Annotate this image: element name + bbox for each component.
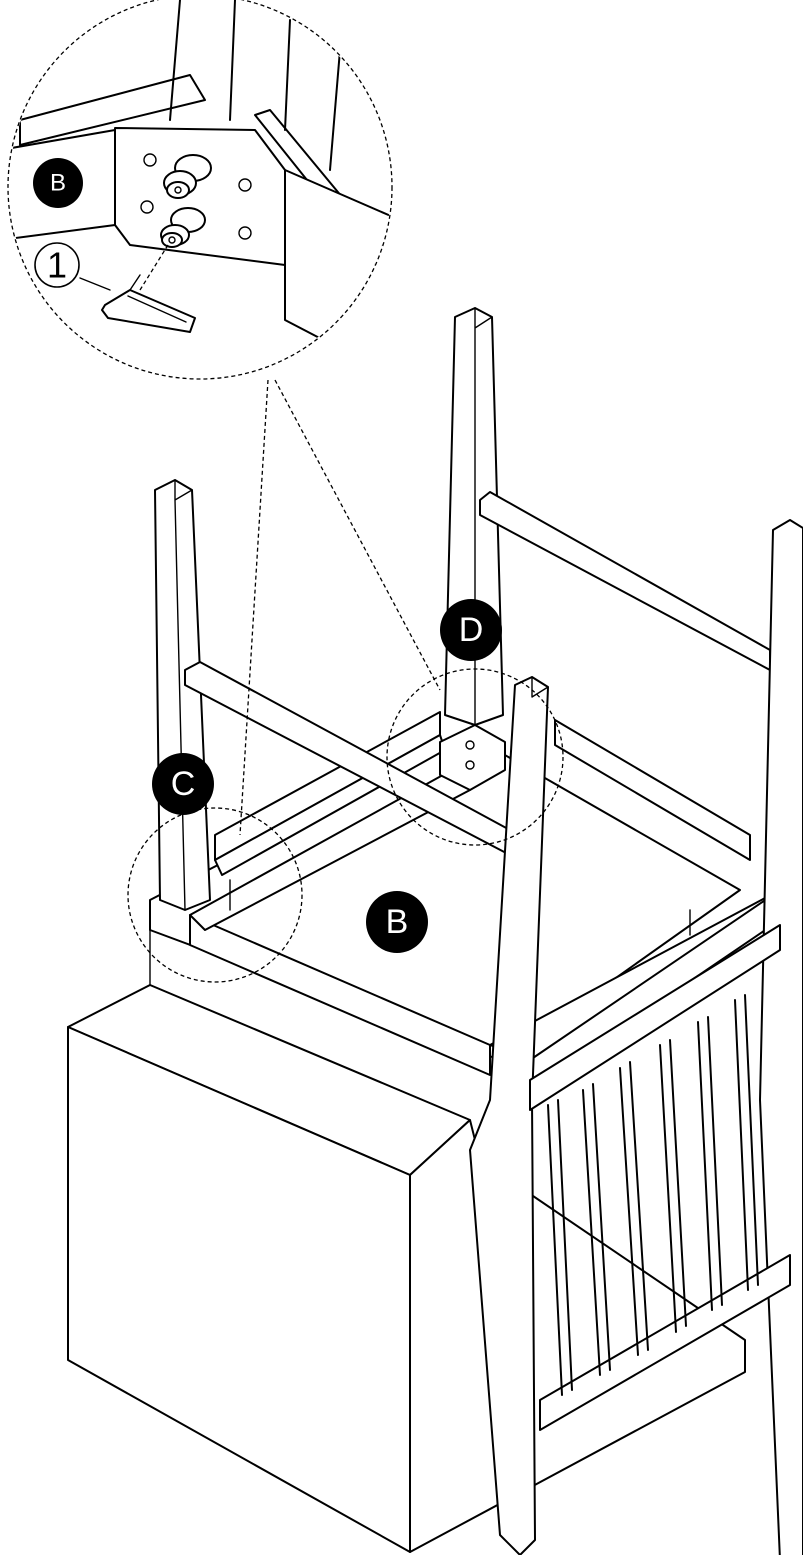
label-leg-d: D [440,599,502,661]
callout-circle-c [127,807,303,983]
bolt-upper [163,154,212,199]
corner-bracket [439,724,506,791]
callout-leaders [239,379,441,836]
label-b-zoom: B [33,158,83,208]
leg-c-text: C [171,765,196,803]
seat-b-text: B [386,903,409,941]
label-b-zoom-text: B [50,170,66,197]
tool-number-text: 1 [47,245,67,286]
label-seat-b: B [366,891,428,953]
leg-d-text: D [459,611,484,649]
seat-frame [149,711,781,1101]
back-spindles [547,994,759,1396]
callout-circle-d [386,668,564,846]
allen-key-icon [101,274,196,333]
bolt-lower [160,207,206,248]
back-rest [469,519,803,1555]
label-tool-number: 1 [34,242,80,288]
label-leg-c: C [152,753,214,815]
